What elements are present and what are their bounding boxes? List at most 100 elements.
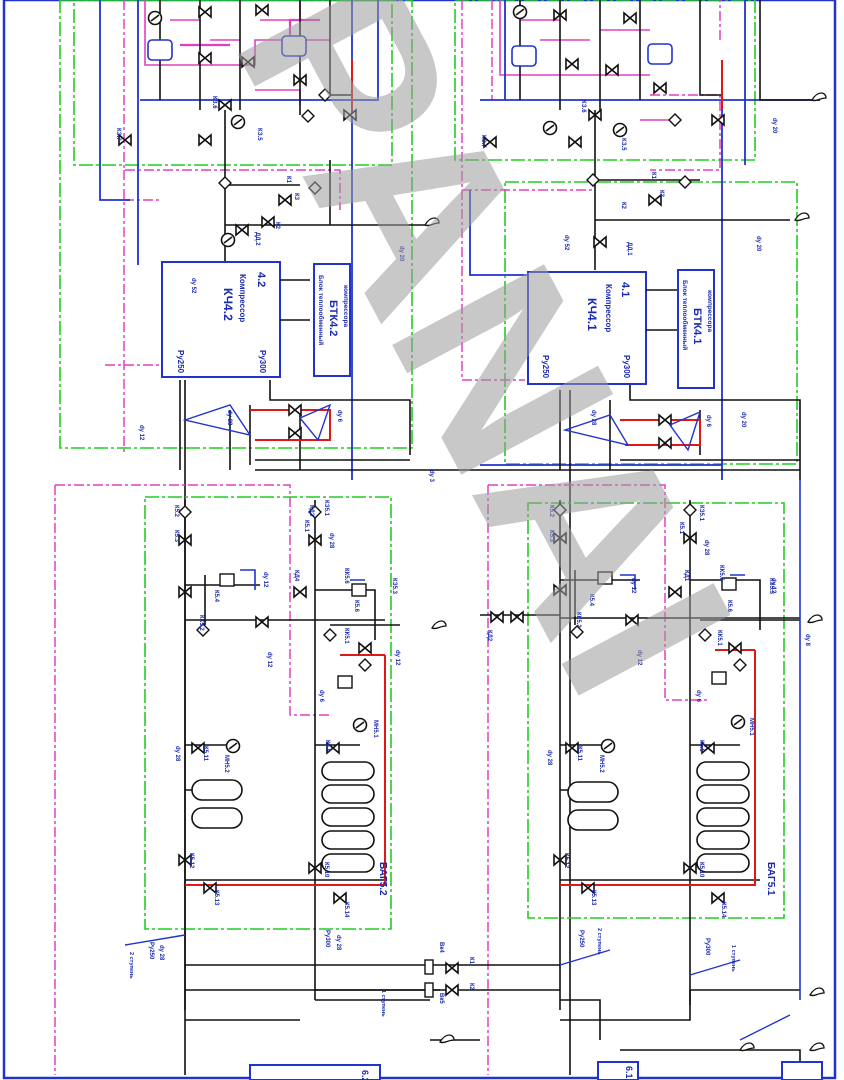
left-compressor-p1: Ру250 xyxy=(176,350,185,374)
pipe-label-l28d: dy 28 xyxy=(158,945,164,961)
left-tag-q: К5.14 xyxy=(343,902,349,918)
pipe-label-r6b: dy 6 xyxy=(695,690,701,703)
left-tag-d: К3 xyxy=(293,193,299,201)
left-tag-s: МН5.1 xyxy=(372,720,378,738)
pipe-label-r20: dy 20 xyxy=(771,118,777,134)
right-tag-a: КЗ.5 xyxy=(620,138,626,151)
right-tag-n: К5.11 xyxy=(576,746,582,762)
pipe-label-l12c: dy 12 xyxy=(266,652,272,668)
right-compressor-box xyxy=(527,271,647,385)
left-battery-label: БАГ5.2 xyxy=(377,862,388,896)
left-btk-title: БТК4.2 xyxy=(327,300,339,336)
left-tag-u: КК5.1 xyxy=(343,628,349,644)
right-gas-battery xyxy=(480,480,825,1010)
right-compressor-p2: Ру300 xyxy=(622,355,631,379)
pipe-label-r28c: dy 28 xyxy=(703,540,709,556)
label-kd3: КД3 xyxy=(308,505,314,517)
right-tag-p: К5.13 xyxy=(590,890,596,906)
right-magenta-piping xyxy=(499,0,680,121)
left-tag-p: К5.13 xyxy=(213,890,219,906)
right-compressor-module xyxy=(454,0,827,1075)
pipe-label-l6b: dy 6 xyxy=(318,690,324,703)
left-tag-i: К5.1 xyxy=(303,520,309,533)
right-tag-g: ДД.1 xyxy=(626,242,632,256)
label-kd2: КД2 xyxy=(486,630,492,642)
pipe-label-l12b: dy 12 xyxy=(262,572,268,588)
pipe-label-l12d: dy 12 xyxy=(394,650,400,666)
pipe-label-l28: dy 28 xyxy=(226,410,232,426)
right-tag-t: КК5.6 xyxy=(718,565,724,581)
right-battery-frame xyxy=(527,502,785,919)
right-tag-d: К3 xyxy=(658,190,664,198)
right-tag-e: К1 xyxy=(650,172,656,180)
left-gas-lines xyxy=(99,0,379,480)
left-btk-line1: Блок теплообменный xyxy=(317,275,325,345)
pipe-label-r8: dy 8 xyxy=(804,634,810,647)
right-tag-c: КЗ.6 xyxy=(580,100,586,113)
left-tag-f: К2 xyxy=(274,222,280,230)
left-compressor-p2: Ру300 xyxy=(258,350,267,374)
pipe-label-d3: dy 3 xyxy=(428,470,434,483)
label-kd1: КД1 xyxy=(683,570,689,582)
left-compressor-name: КЧ4.2 xyxy=(221,288,235,321)
pipe-label-l20: dy 20 xyxy=(398,246,404,262)
label-ru250-left: Ру250 xyxy=(148,942,154,960)
right-tag-b: КЗ.7 xyxy=(480,135,486,148)
right-tag-w: К5.6 xyxy=(726,600,732,613)
pipe-label-l6: dy 6 xyxy=(336,410,342,423)
left-tag-k: К5.4 xyxy=(213,590,219,603)
left-tag-j: КЗ5.1 xyxy=(323,500,329,517)
right-battery-label: БАГ5.1 xyxy=(765,862,776,896)
left-tag-x: К5.3 xyxy=(173,530,179,543)
right-tag-l: К5.9 xyxy=(698,740,704,753)
label-bottom-right-unit: 6.1 xyxy=(624,1066,634,1079)
right-tag-f: К2 xyxy=(620,202,626,210)
right-tag-u: КК5.1 xyxy=(716,630,722,646)
left-unit-frame-top xyxy=(73,0,393,166)
label-k1: К1 xyxy=(468,957,474,965)
inter-module-signal xyxy=(54,484,710,1075)
right-valve-tags: КЗ.5 КЗ.7 КЗ.6 К3 К1 К2 ДД.1 К5.2 К5.1 К… xyxy=(480,100,774,918)
misc-labels: К1 К2 Вк4 Вк5 КД3 КД4 КД2 КД1 Ру250 Ру30… xyxy=(128,505,736,1080)
right-battery-hot xyxy=(560,649,756,886)
label-stage2-right: 2 ступень xyxy=(596,928,602,955)
left-battery-hot xyxy=(185,654,386,886)
left-tag-w: К5.6 xyxy=(353,600,359,613)
left-tag-h: К5.2 xyxy=(173,505,179,518)
left-unit-frame xyxy=(59,0,413,449)
right-tag-k: К5.4 xyxy=(588,594,594,607)
left-heat-exchanger-box xyxy=(313,263,351,377)
right-tag-r: МН5.2 xyxy=(598,755,604,773)
left-compressor-word: Компрессор xyxy=(238,274,247,322)
right-tag-x: К5.3 xyxy=(548,530,554,543)
right-tag-s: МН5.1 xyxy=(748,718,754,736)
pipe-label-r12b: dy 12 xyxy=(636,650,642,666)
left-compressor-module xyxy=(59,0,440,1075)
left-compressor-box xyxy=(161,261,281,378)
left-tag-c: КЗ.6 xyxy=(211,96,217,109)
label-ru250-right: Ру250 xyxy=(578,930,584,948)
right-btk-line2: компрессора xyxy=(706,290,713,332)
left-magenta-thick xyxy=(180,18,320,47)
left-tag-o: К5.12 xyxy=(188,853,194,869)
left-compressor-id: 4.2 xyxy=(255,272,267,287)
left-tag-n: К5.11 xyxy=(202,746,208,762)
right-tag-h: К5.2 xyxy=(548,505,554,518)
right-tag-i: К5.1 xyxy=(678,522,684,535)
label-vk5: Вк5 xyxy=(438,993,444,1004)
right-tag-j: КЗ5.1 xyxy=(698,505,704,522)
left-tag-e: К1 xyxy=(285,176,291,184)
left-btk-line2: компрессора xyxy=(342,285,349,327)
right-compressor-name: КЧ4.1 xyxy=(585,298,599,331)
right-btk-line1: Блок теплообменный xyxy=(681,280,689,350)
pipe-label-r6: dy 6 xyxy=(705,415,711,428)
pipe-label-l52: dy 52 xyxy=(190,278,196,294)
pipe-label-r52: dy 52 xyxy=(563,235,569,251)
left-tag-l: К5.9 xyxy=(324,740,330,753)
label-stage2-left: 2 ступень xyxy=(128,952,134,979)
right-gas-lines xyxy=(469,0,820,480)
label-vk4: Вк4 xyxy=(438,942,444,953)
left-tag-y: КЗ5.3 xyxy=(391,578,397,595)
